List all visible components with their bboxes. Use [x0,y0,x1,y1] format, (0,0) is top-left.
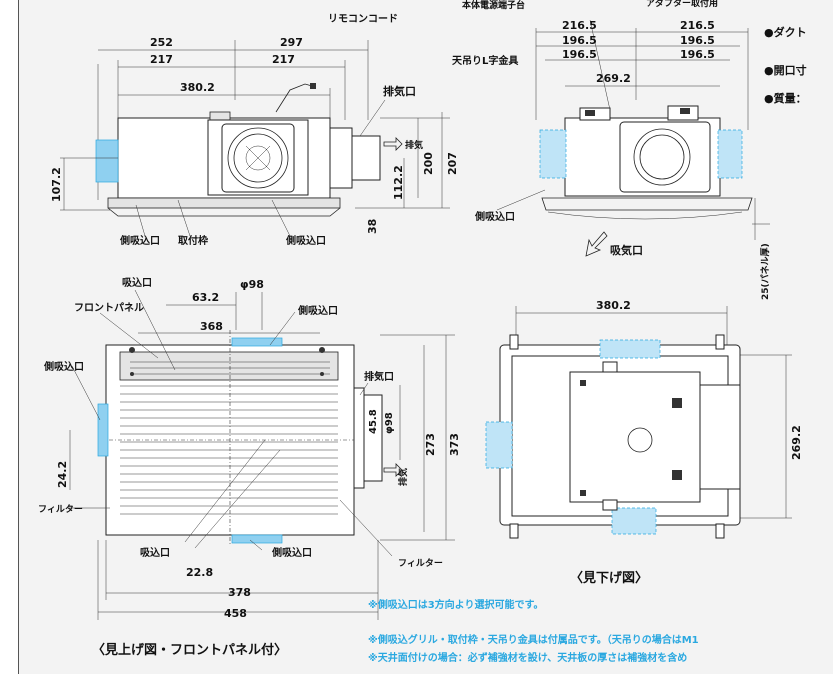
adapter-label: アダプター取付用 [646,0,718,9]
dim-458: 458 [224,607,247,620]
dim-phi98-side: φ98 [384,412,395,434]
dim-380: 380.2 [180,81,215,94]
exhaust-arrow-label-bottom: 排気 [397,468,409,486]
dim-196d: 196.5 [680,48,715,61]
power-terminal-label: 本体電源端子台 [462,0,525,11]
dim-196c: 196.5 [562,48,597,61]
dim-217a: 217 [150,53,173,66]
spec-item-duct: ●ダクト [764,25,807,39]
note-1: ※側吸込口は3方向より選択可能です。 [368,598,543,611]
mount-frame-label: 取付枠 [178,234,208,247]
front-view: リモコンコード 排気口 排気 側吸込口 取付枠 側吸込口 252 297 217… [50,13,459,247]
side-intake-label: 側吸込口 [119,234,160,247]
dim-107: 107.2 [50,167,63,202]
dim-45: 45.8 [368,409,379,434]
lookdown-view: 380.2 269.2 〈見下げ図〉 [485,299,803,586]
exhaust-label: 排気口 [383,84,416,98]
dim-373: 373 [448,433,461,456]
bottom-intake-right-label: 側吸込口 [271,546,312,559]
bottom-view-caption: 〈見上げ図・フロントパネル付〉 [92,642,287,658]
spec-item-mass: ●質量： [764,91,807,105]
side-intake-blue [95,139,119,183]
remote-cord-label: リモコンコード [328,13,398,25]
dim-368: 368 [200,320,223,333]
dim-207: 207 [446,152,459,175]
hanger-label: 天吊りL字金具 [452,54,518,67]
dim-216a: 216.5 [562,19,597,32]
exhaust-label-bottom: 排気口 [364,370,394,383]
dim-380-lookdown: 380.2 [596,299,631,312]
dim-378: 378 [228,586,251,599]
back-intake-label: 側吸込口 [474,210,515,223]
dim-38: 38 [366,219,379,234]
spec-item-opening: ●開口寸 [764,63,807,77]
note-2: ※側吸込グリル・取付枠・天吊り金具は付属品です。（天吊りの場合はM1 [368,633,699,646]
dim-273: 273 [424,433,437,456]
bottom-intake-label: 側吸込口 [285,234,326,247]
dim-22: 22.8 [186,566,213,579]
dim-63: 63.2 [192,291,219,304]
left-margin-border [0,0,19,674]
bottom-view: 吸込口 フロントパネル 側吸込口 側吸込口 排気口 排気 フィルター フィルター… [38,276,461,658]
dim-269-side: 269.2 [596,72,631,85]
dim-269-lookdown: 269.2 [790,425,803,460]
fan-circle [227,127,289,189]
bottom-intake-left-label: 吸込口 [140,546,170,559]
dim-196b: 196.5 [680,34,715,47]
dim-phi98: φ98 [240,278,264,291]
notes: ※側吸込口は3方向より選択可能です。 ※側吸込グリル・取付枠・天吊り金具は付属品… [368,598,699,664]
front-panel-label: フロントパネル [74,302,144,314]
dim-196a: 196.5 [562,34,597,47]
side-intake-top-label: 側吸込口 [297,304,338,317]
grille-label: 吸気口 [610,243,643,257]
filter-right-label: フィルター [398,557,443,569]
exhaust-arrow-label: 排気 [405,139,423,151]
dim-216b: 216.5 [680,19,715,32]
dim-200: 200 [422,152,435,175]
spec-list: ●ダクト ●開口寸 ●質量： [764,25,807,105]
filter-left-label: フィルター [38,503,83,515]
intake-label: 吸込口 [122,276,152,289]
dim-217b: 217 [272,53,295,66]
dim-252: 252 [150,36,173,49]
dim-297: 297 [280,36,303,49]
dim-24: 24.2 [56,461,69,488]
dim-112: 112.2 [392,165,405,200]
side-intake-left-label: 側吸込口 [43,360,84,373]
dim-25-panel: 25(パネル厚) [759,243,771,300]
note-3: ※天井面付けの場合：必ず補強材を設け、天井板の厚さは補強材を含め [368,651,687,664]
side-view: 本体電源端子台 アダプター取付用 天吊りL字金具 側吸込口 吸気口 216.5 … [452,0,771,300]
lookdown-caption: 〈見下げ図〉 [570,570,648,586]
